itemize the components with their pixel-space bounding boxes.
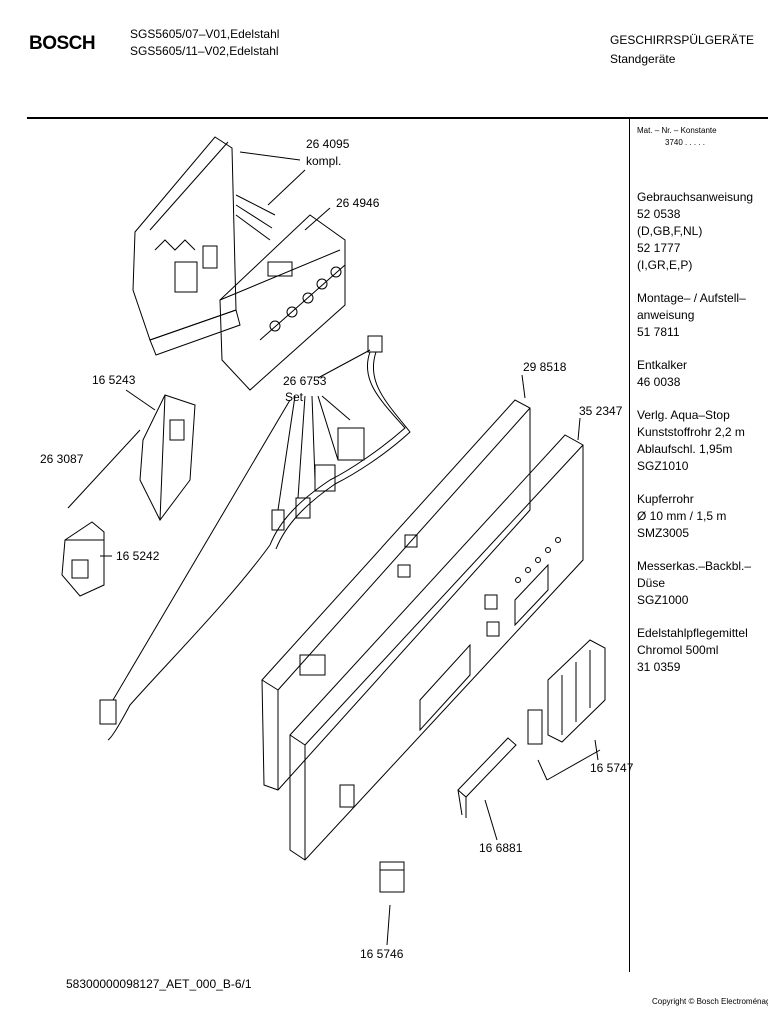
- accessory-line: SMZ3005: [637, 526, 690, 540]
- model-line-1: SGS5605/07–V01,Edelstahl: [130, 27, 280, 41]
- part-label-264095: 26 4095: [306, 137, 350, 151]
- accessory-line: Ø 10 mm / 1,5 m: [637, 509, 727, 523]
- accessory-group: Gebrauchsanweisung 52 0538 (D,GB,F,NL) 52 1…: [637, 189, 765, 274]
- category-title: GESCHIRRSPÜLGERÄTE: [610, 33, 755, 47]
- accessory-line: Messerkas.–Backbl.–: [637, 559, 752, 573]
- part-166881-strip: [457, 737, 517, 818]
- accessory-line: Kunststoffrohr 2,2 m: [637, 425, 745, 439]
- part-264095-board: [132, 136, 276, 356]
- accessories-sidebar: Mat. – Nr. – Konstante 3740 . . . . . Ge…: [637, 125, 765, 692]
- accessory-line: SGZ1010: [637, 459, 689, 473]
- part-label-166881: 16 6881: [479, 841, 523, 855]
- accessory-line: Verlg. Aqua–Stop: [637, 408, 730, 422]
- accessory-line: Ablaufschl. 1,95m: [637, 442, 733, 456]
- part-352347-panel: [289, 434, 584, 861]
- category-subtitle: Standgeräte: [610, 52, 676, 66]
- accessory-line: SGZ1000: [637, 593, 689, 607]
- part-label-298518: 29 8518: [523, 360, 567, 374]
- accessory-line: 31 0359: [637, 660, 681, 674]
- accessory-line: Montage– / Aufstell–: [637, 291, 746, 305]
- accessory-line: (I,GR,E,P): [637, 258, 693, 272]
- material-constant: Mat. – Nr. – Konstante 3740 . . . . .: [637, 125, 765, 149]
- mat-label: Mat. – Nr. – Konstante: [637, 126, 717, 135]
- part-label-263087: 26 3087: [40, 452, 84, 466]
- accessory-line: Kupferrohr: [637, 492, 694, 506]
- accessory-line: 52 0538: [637, 207, 681, 221]
- accessory-line: Gebrauchsanweisung: [637, 190, 754, 204]
- accessory-line: 52 1777: [637, 241, 681, 255]
- accessory-line: (D,GB,F,NL): [637, 224, 703, 238]
- accessory-group: Montage– / Aufstell– anweisung 51 7811: [637, 290, 765, 341]
- accessory-group: Entkalker 46 0038: [637, 357, 765, 391]
- part-298518-frame: [261, 399, 531, 791]
- part-165747-buttons: [527, 639, 606, 745]
- part-266753-harness: [99, 335, 411, 741]
- part-label-165242: 16 5242: [116, 549, 160, 563]
- header-divider: [27, 117, 768, 119]
- model-line-2: SGS5605/11–V02,Edelstahl: [130, 44, 279, 58]
- mat-code: 3740 . . . . .: [665, 138, 706, 147]
- sidebar-divider: [629, 117, 630, 972]
- part-label-165747: 16 5747: [590, 761, 634, 775]
- part-264946-module: [219, 214, 346, 391]
- accessory-line: 51 7811: [637, 325, 680, 339]
- accessory-line: 46 0038: [637, 375, 681, 389]
- accessory-line: Chromol 500ml: [637, 643, 719, 657]
- accessory-line: Entkalker: [637, 358, 688, 372]
- part-165243-bracket: [139, 394, 196, 521]
- brand-logo: BOSCH: [29, 33, 96, 54]
- document-code: 58300000098127_AET_000_B-6/1: [66, 977, 252, 991]
- part-label-264095-sub: kompl.: [306, 154, 342, 168]
- accessory-line: anweisung: [637, 308, 695, 322]
- part-label-165243: 16 5243: [92, 373, 136, 387]
- accessory-group: Kupferrohr Ø 10 mm / 1,5 m SMZ3005: [637, 491, 765, 542]
- accessory-groups: Gebrauchsanweisung 52 0538 (D,GB,F,NL) 52 1…: [637, 189, 765, 676]
- part-label-266753-sub: Set: [285, 390, 304, 404]
- accessory-line: Edelstahlpflegemittel: [637, 626, 748, 640]
- accessory-line: Düse: [637, 576, 666, 590]
- copyright-notice: Copyright © Bosch Electroménager: [652, 997, 768, 1006]
- part-label-165746: 16 5746: [360, 947, 404, 961]
- leader-lines: [67, 151, 601, 946]
- part-165242-connector: [61, 521, 105, 597]
- part-label-266753: 26 6753: [283, 374, 327, 388]
- part-label-264946: 26 4946: [336, 196, 380, 210]
- part-label-352347: 35 2347: [579, 404, 623, 418]
- part-165746-knob: [379, 861, 405, 893]
